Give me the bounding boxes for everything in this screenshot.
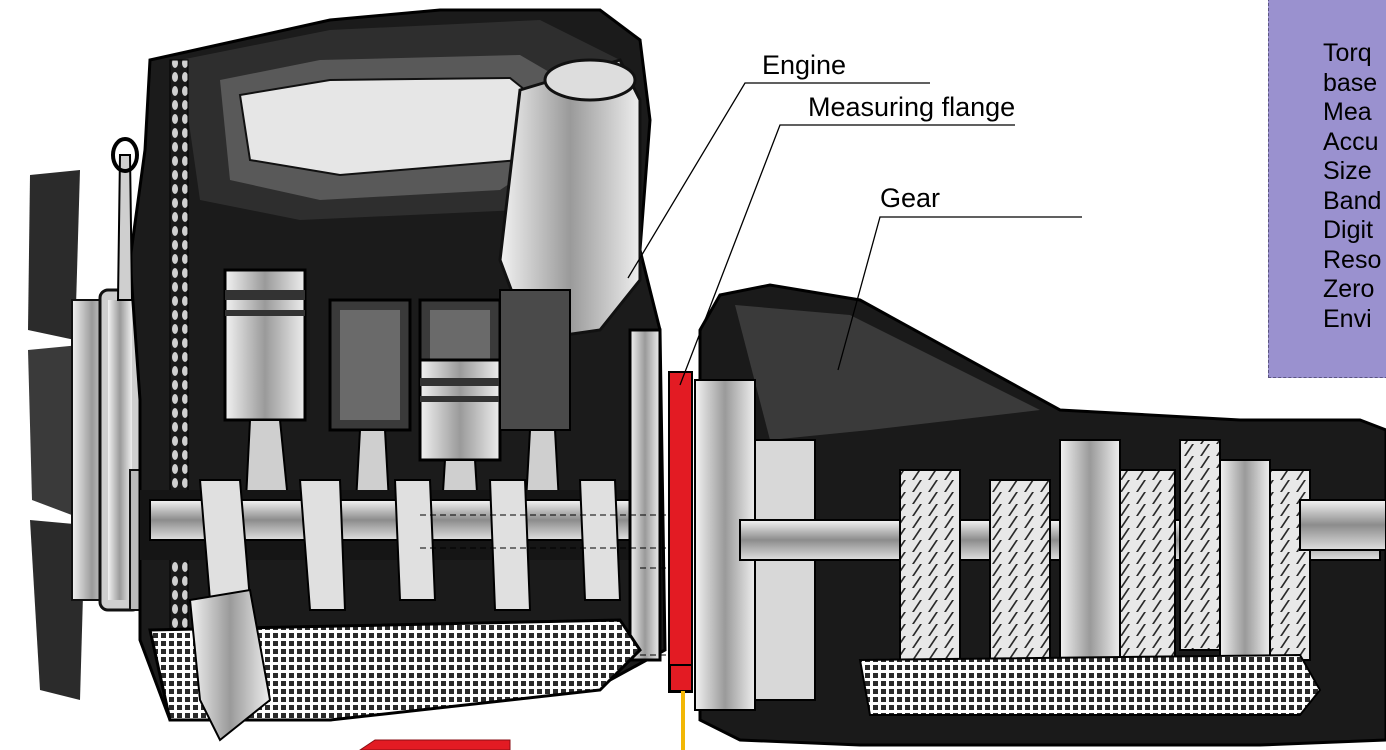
leader-lines bbox=[627, 82, 1082, 386]
fan bbox=[28, 170, 113, 700]
spec-item: Reso bbox=[1323, 245, 1382, 274]
dashed-guides bbox=[420, 514, 668, 656]
timing-chain bbox=[169, 59, 189, 701]
gearbox-cutaway bbox=[694, 283, 1386, 747]
spec-item: Zero bbox=[1323, 275, 1375, 303]
pistons bbox=[223, 268, 571, 462]
label-gear: Gear bbox=[880, 183, 941, 213]
spec-item: Band bbox=[1323, 186, 1382, 215]
red-block bbox=[359, 739, 511, 750]
spec-item: Digit bbox=[1323, 216, 1374, 244]
specification-list: Torq base Mea Accu Size Band Digit Reso … bbox=[1323, 39, 1381, 334]
measuring-flange bbox=[668, 371, 693, 750]
spec-item: Accu bbox=[1323, 127, 1379, 156]
spec-item: base bbox=[1323, 68, 1378, 97]
flywheel bbox=[628, 328, 662, 662]
spec-item: Size bbox=[1323, 157, 1372, 185]
signal-line bbox=[681, 691, 685, 750]
specification-box: Torq base Mea Accu Size Band Digit Reso … bbox=[1268, 0, 1386, 378]
spec-item: Torq bbox=[1323, 39, 1372, 67]
engine-cutaway bbox=[28, 8, 667, 742]
spec-item: Mea bbox=[1323, 98, 1372, 126]
gears bbox=[899, 439, 1311, 671]
spec-item: Envi bbox=[1323, 304, 1372, 333]
label-engine: Engine bbox=[762, 50, 847, 80]
label-measuring-flange: Measuring flange bbox=[808, 92, 1016, 122]
oil-sump bbox=[148, 618, 642, 722]
gearbox-sump bbox=[858, 653, 1322, 716]
